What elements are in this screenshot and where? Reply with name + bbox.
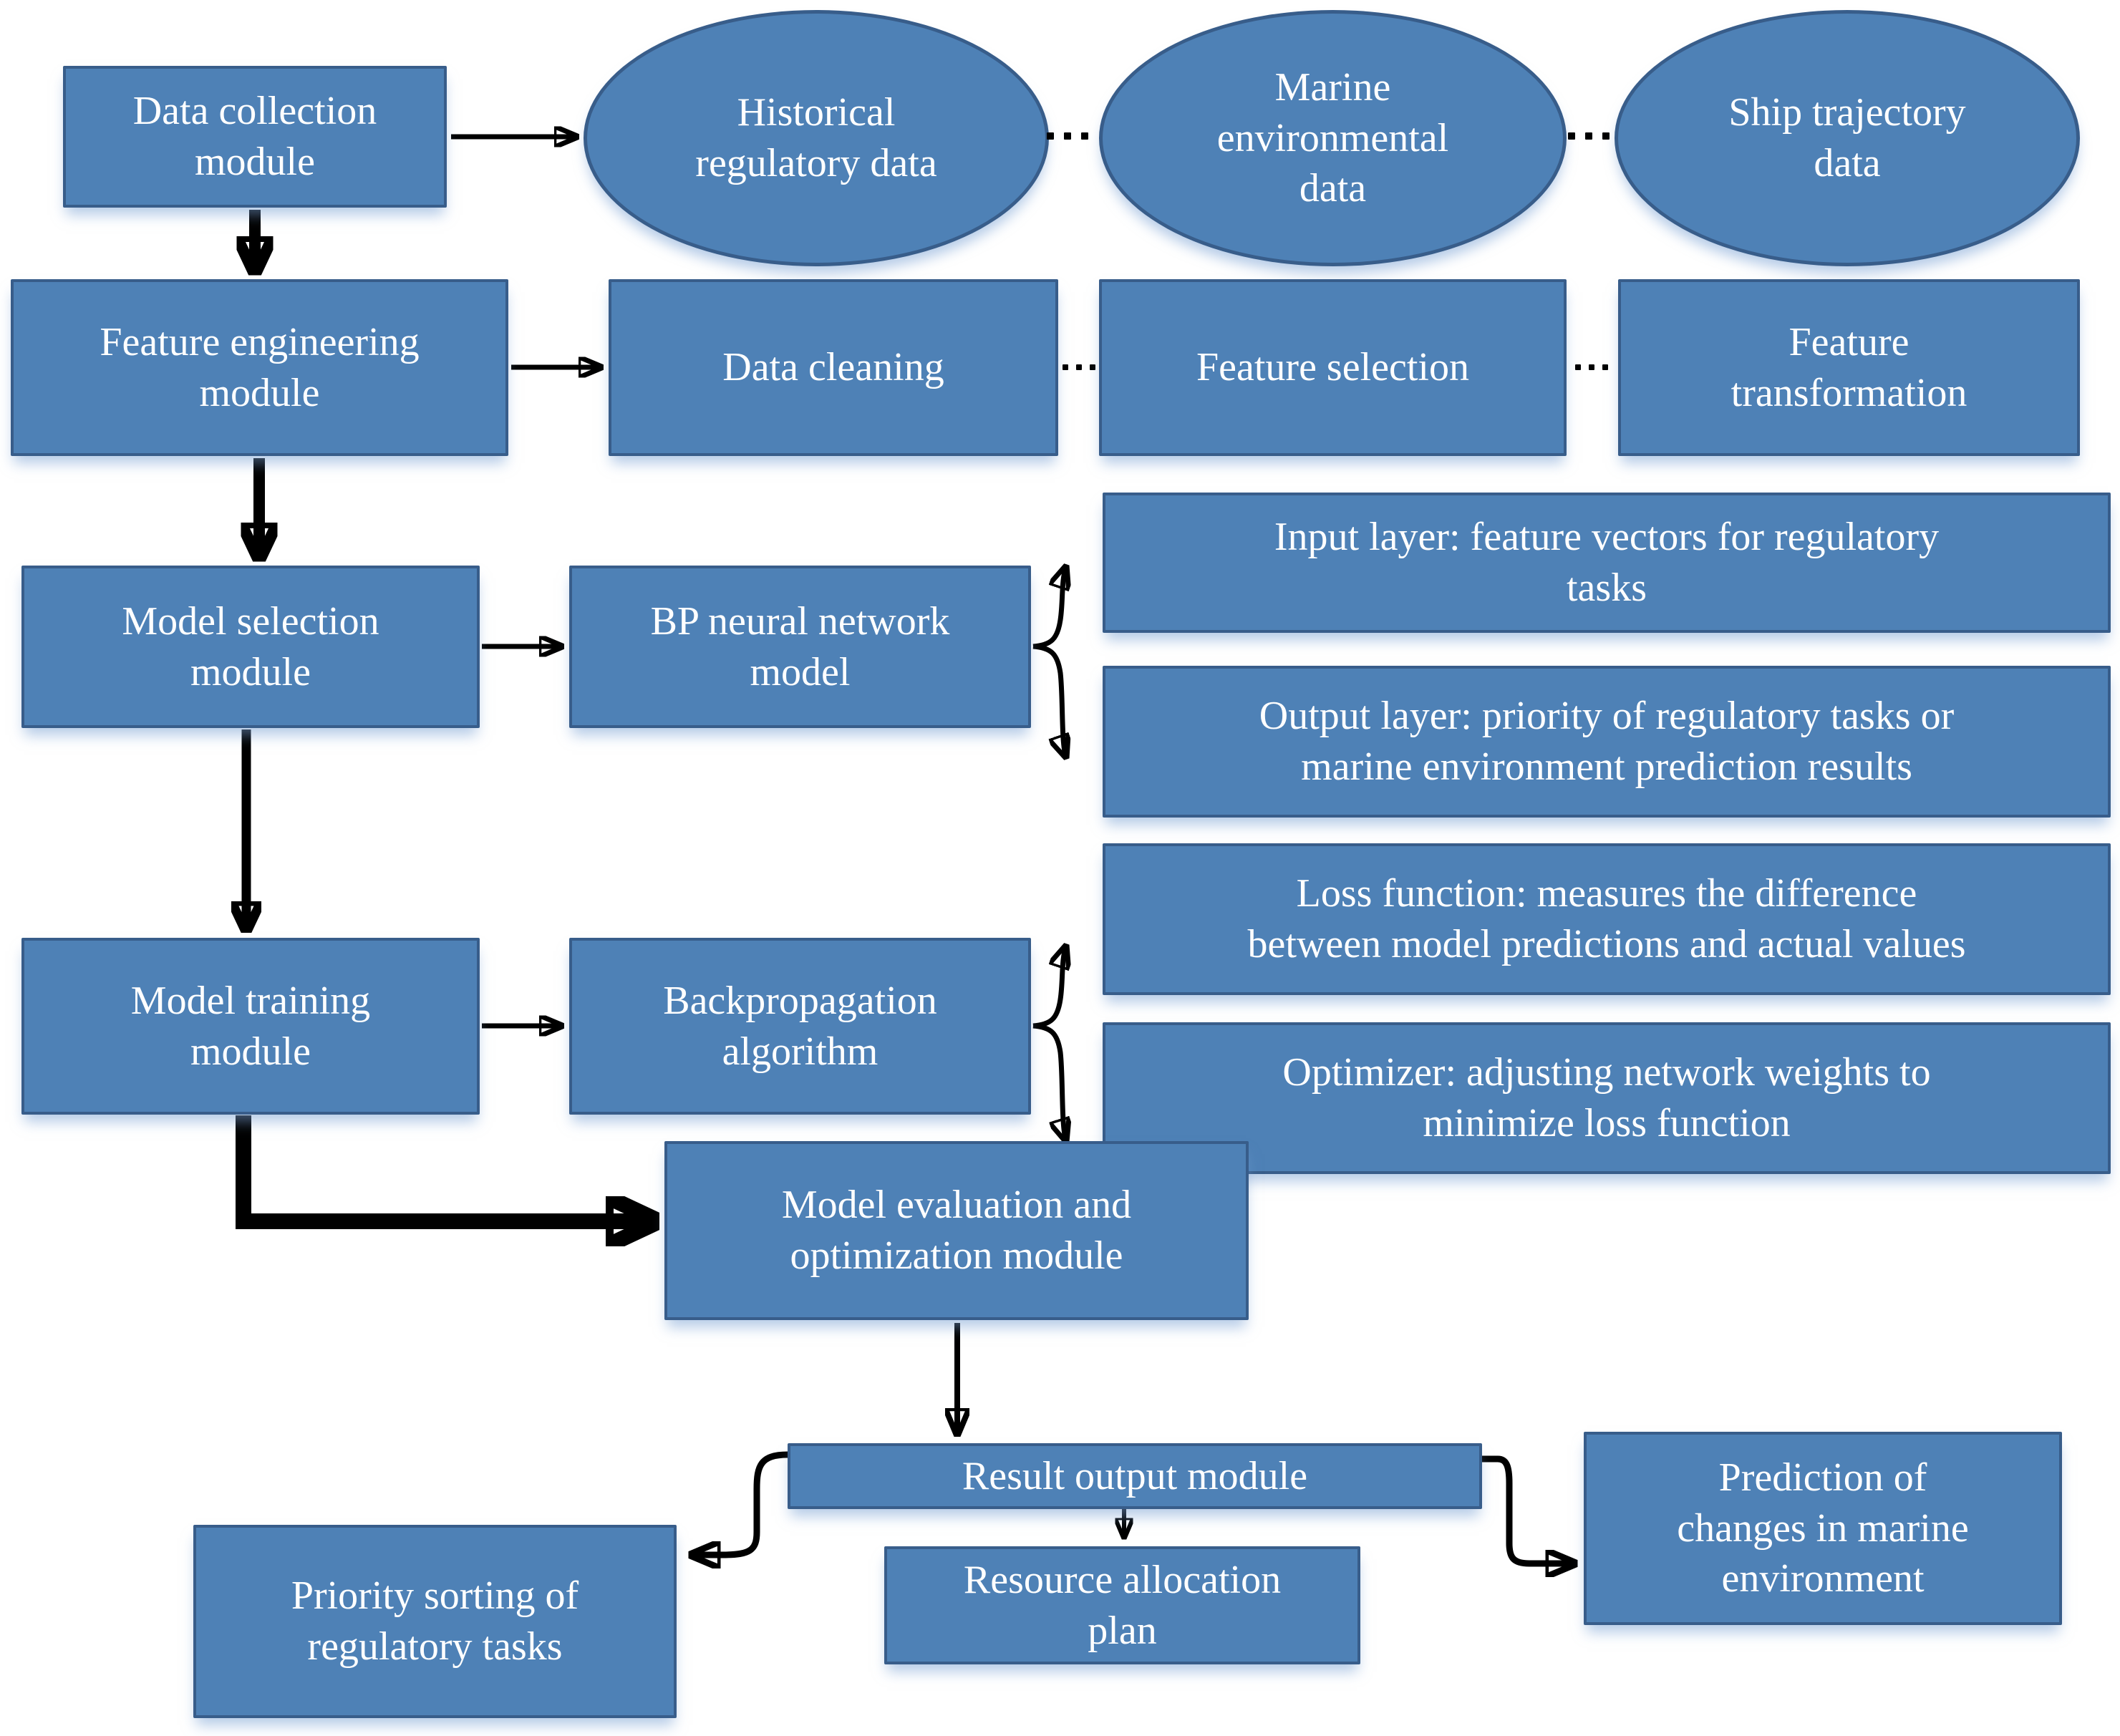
- arrow-resultoutput-to-prioritysorting: [691, 1451, 788, 1555]
- node-feature-transformation: Feature transformation: [1618, 279, 2080, 456]
- node-optimizer: Optimizer: adjusting network weights to …: [1103, 1022, 2111, 1174]
- node-model-training-module: Model training module: [21, 938, 480, 1115]
- arrow-backpropagation-to-optimizer: [1032, 1023, 1066, 1141]
- ellipse-ship-trajectory-data: Ship trajectory data: [1615, 10, 2080, 266]
- node-backpropagation-algorithm: Backpropagation algorithm: [569, 938, 1031, 1115]
- ellipsis-dots-3: [1063, 364, 1095, 370]
- ellipsis-dots-4: [1575, 364, 1608, 370]
- node-data-collection-module: Data collection module: [63, 66, 447, 208]
- node-model-selection-module: Model selection module: [21, 566, 480, 728]
- ellipse-historical-regulatory-data: Historical regulatory data: [584, 10, 1049, 266]
- arrow-modeltraining-to-modelevaluation: [236, 1115, 653, 1221]
- arrow-bpnetwork-to-inputlayer: [1032, 566, 1066, 649]
- node-feature-engineering-module: Feature engineering module: [11, 279, 508, 456]
- arrow-resultoutput-to-predictionchanges: [1482, 1455, 1575, 1563]
- node-resource-allocation-plan: Resource allocation plan: [884, 1546, 1360, 1664]
- node-input-layer: Input layer: feature vectors for regulat…: [1103, 493, 2111, 633]
- node-bp-neural-network-model: BP neural network model: [569, 566, 1031, 728]
- node-prediction-changes: Prediction of changes in marine environm…: [1584, 1432, 2062, 1625]
- node-priority-sorting: Priority sorting of regulatory tasks: [193, 1525, 677, 1718]
- node-data-cleaning: Data cleaning: [609, 279, 1058, 456]
- node-output-layer: Output layer: priority of regulatory tas…: [1103, 666, 2111, 818]
- node-result-output-module: Result output module: [788, 1443, 1482, 1509]
- node-model-evaluation-module: Model evaluation and optimization module: [664, 1141, 1249, 1320]
- ellipsis-dots-1: [1047, 132, 1088, 140]
- arrow-backpropagation-to-lossfunction: [1032, 946, 1066, 1029]
- node-loss-function: Loss function: measures the difference b…: [1103, 843, 2111, 995]
- ellipse-marine-environmental-data: Marine environmental data: [1099, 10, 1567, 266]
- arrow-bpnetwork-to-outputlayer: [1032, 644, 1066, 757]
- node-feature-selection: Feature selection: [1099, 279, 1567, 456]
- ellipsis-dots-2: [1568, 132, 1610, 140]
